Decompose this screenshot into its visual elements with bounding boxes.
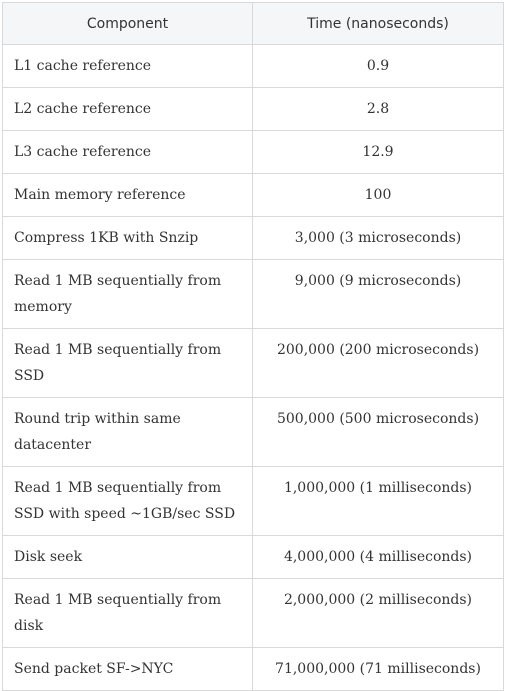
cell-component: L3 cache reference bbox=[2, 130, 253, 174]
header-row: Component Time (nanoseconds) bbox=[2, 2, 504, 45]
cell-time: 2,000,000 (2 milliseconds) bbox=[252, 578, 504, 648]
cell-component: Compress 1KB with Snzip bbox=[2, 216, 253, 260]
cell-component: L2 cache reference bbox=[2, 87, 253, 131]
cell-component: Disk seek bbox=[2, 535, 253, 579]
table-row: Read 1 MB sequentially from SSD with spe… bbox=[2, 466, 504, 536]
cell-component: L1 cache reference bbox=[2, 44, 253, 88]
cell-time: 9,000 (9 microseconds) bbox=[252, 259, 504, 329]
cell-component: Main memory reference bbox=[2, 173, 253, 217]
cell-time: 3,000 (3 microseconds) bbox=[252, 216, 504, 260]
cell-time: 12.9 bbox=[252, 130, 504, 174]
header-component: Component bbox=[2, 2, 253, 45]
cell-time: 0.9 bbox=[252, 44, 504, 88]
table-header: Component Time (nanoseconds) bbox=[2, 2, 504, 45]
cell-time: 4,000,000 (4 milliseconds) bbox=[252, 535, 504, 579]
cell-component: Read 1 MB sequentially from memory bbox=[2, 259, 253, 329]
cell-component: Read 1 MB sequentially from SSD bbox=[2, 328, 253, 398]
cell-time: 200,000 (200 microseconds) bbox=[252, 328, 504, 398]
cell-component: Send packet SF->NYC bbox=[2, 647, 253, 691]
cell-component: Read 1 MB sequentially from disk bbox=[2, 578, 253, 648]
cell-time: 1,000,000 (1 milliseconds) bbox=[252, 466, 504, 536]
cell-time: 2.8 bbox=[252, 87, 504, 131]
cell-time: 100 bbox=[252, 173, 504, 217]
cell-component: Read 1 MB sequentially from SSD with spe… bbox=[2, 466, 253, 536]
cell-component: Round trip within same datacenter bbox=[2, 397, 253, 467]
cell-time: 71,000,000 (71 milliseconds) bbox=[252, 647, 504, 691]
cell-time: 500,000 (500 microseconds) bbox=[252, 397, 504, 467]
header-time: Time (nanoseconds) bbox=[252, 2, 504, 45]
